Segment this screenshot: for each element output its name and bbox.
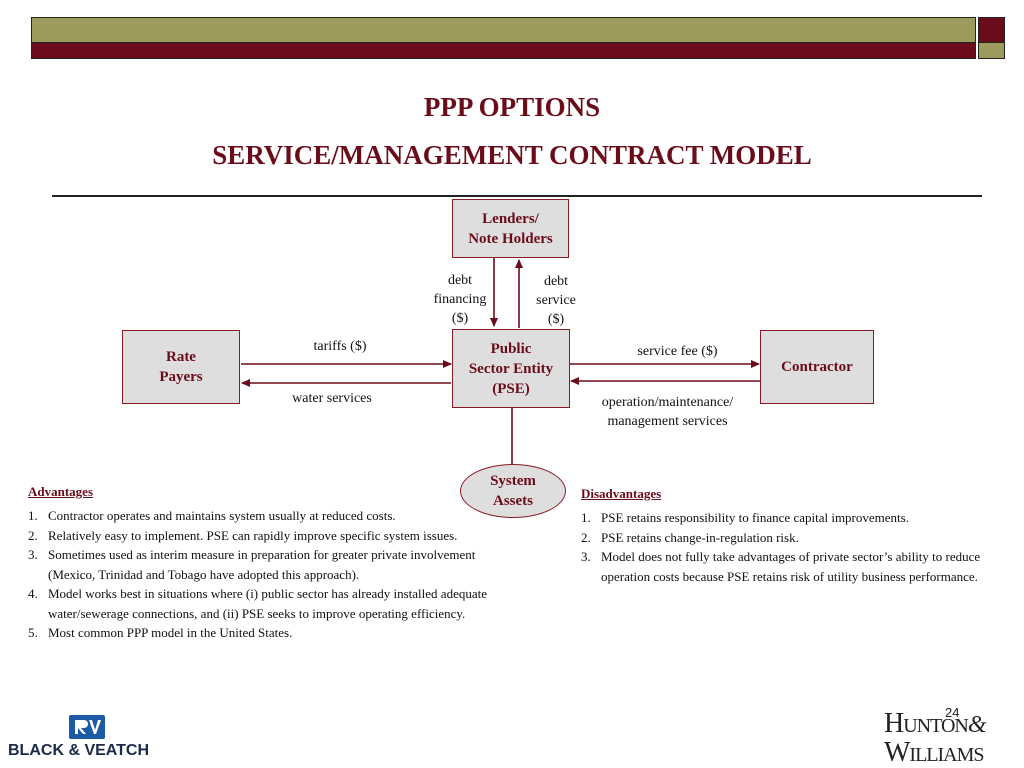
black-veatch-logo-text: BLACK & VEATCH xyxy=(8,742,150,759)
lenders-box: Lenders/ Note Holders xyxy=(452,199,569,258)
disadvantages-item: 2. PSE retains change-in-regulation risk. xyxy=(581,528,1003,548)
system-assets-oval: System Assets xyxy=(460,464,566,518)
disadvantages-item: 1. PSE retains responsibility to finance … xyxy=(581,508,1003,528)
water-services-label: water services xyxy=(292,391,372,406)
hunton-williams-logo: Hunton& Williams xyxy=(884,708,987,768)
advantages-section: Advantages 1. Contractor operates and mai… xyxy=(28,484,498,643)
advantages-item-text: Sometimes used as interim measure in pre… xyxy=(48,547,476,582)
service-fee-label: service fee ($) xyxy=(637,344,718,359)
operation-services-label: operation/maintenance/ management servic… xyxy=(601,395,734,429)
advantages-item: 4. Model works best in situations where (… xyxy=(28,584,498,623)
contractor-box: Contractor xyxy=(760,330,874,404)
header-bar-olive xyxy=(31,17,976,43)
advantages-item-number: 3. xyxy=(28,547,38,562)
advantages-item-number: 1. xyxy=(28,508,38,523)
disadvantages-item-number: 1. xyxy=(581,510,591,525)
black-veatch-logo-icon xyxy=(69,715,105,739)
title-divider xyxy=(52,195,982,197)
advantages-item-text: Contractor operates and maintains system… xyxy=(48,508,396,523)
disadvantages-item-text: Model does not fully take advantages of … xyxy=(601,549,981,584)
debt-service-label: debt service ($) xyxy=(536,274,576,327)
page-number: 24 xyxy=(945,705,960,720)
header-square-maroon xyxy=(978,17,1005,43)
disadvantages-section: Disadvantages 1. PSE retains responsibili… xyxy=(581,486,1003,586)
pse-box: Public Sector Entity (PSE) xyxy=(452,329,570,408)
advantages-item-text: Most common PPP model in the United Stat… xyxy=(48,625,293,640)
slide-title: PPP OPTIONS xyxy=(423,92,601,122)
header-square-olive xyxy=(978,43,1005,59)
disadvantages-item: 3. Model does not fully take advantages o… xyxy=(581,547,1003,586)
debt-financing-label: debt financing ($) xyxy=(433,273,487,326)
advantages-heading: Advantages xyxy=(28,484,94,499)
advantages-item-number: 2. xyxy=(28,527,38,543)
disadvantages-item-text: PSE retains responsibility to finance ca… xyxy=(601,510,909,525)
advantages-item: 1. Contractor operates and maintains syst… xyxy=(28,506,498,526)
advantages-item-text: Model works best in situations where (i)… xyxy=(48,586,487,621)
slide-subtitle: SERVICE/MANAGEMENT CONTRACT MODEL xyxy=(212,140,812,170)
advantages-list: 1. Contractor operates and maintains syst… xyxy=(28,506,498,643)
header-bar-maroon xyxy=(31,43,976,59)
rate-payers-box: Rate Payers xyxy=(122,330,240,404)
disadvantages-list: 1. PSE retains responsibility to finance … xyxy=(581,508,1003,586)
tariffs-label: tariffs ($) xyxy=(313,339,367,354)
advantages-item: 3. Sometimes used as interim measure in p… xyxy=(28,545,498,584)
advantages-item-number: 4. xyxy=(28,586,38,601)
disadvantages-item-text: PSE retains change-in-regulation risk. xyxy=(601,529,799,545)
advantages-item-text: Relatively easy to implement. PSE can ra… xyxy=(48,527,458,543)
disadvantages-heading: Disadvantages xyxy=(581,486,662,501)
advantages-item: 2. Relatively easy to implement. PSE can … xyxy=(28,526,498,546)
disadvantages-item-number: 2. xyxy=(581,529,591,545)
disadvantages-item-number: 3. xyxy=(581,549,591,564)
advantages-item-number: 5. xyxy=(28,625,38,640)
advantages-item: 5. Most common PPP model in the United St… xyxy=(28,623,498,643)
